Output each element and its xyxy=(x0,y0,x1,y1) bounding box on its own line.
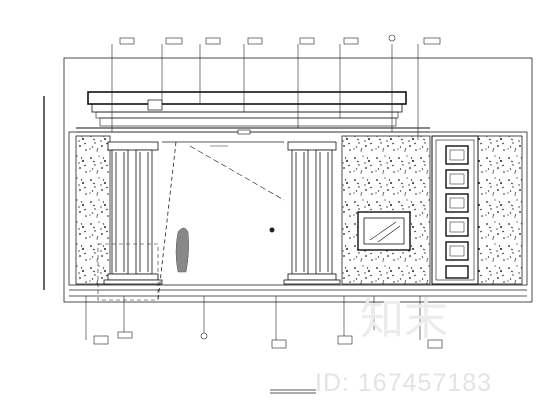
watermark: 知末 ID: 167457183 xyxy=(315,294,492,397)
column-pair-left xyxy=(103,141,163,285)
column-pair-right xyxy=(283,141,341,285)
drawing-title-underline xyxy=(270,389,316,394)
top-callouts xyxy=(111,34,441,140)
stone-cladding xyxy=(75,135,523,285)
cornice-band xyxy=(76,91,430,135)
watermark-logo: 知末 xyxy=(360,294,448,345)
panel-door xyxy=(431,135,479,285)
watermark-id: ID: 167457183 xyxy=(315,369,492,397)
central-opening xyxy=(97,141,285,301)
bottom-callouts xyxy=(85,296,443,349)
wall-mirror-frame xyxy=(357,211,411,251)
